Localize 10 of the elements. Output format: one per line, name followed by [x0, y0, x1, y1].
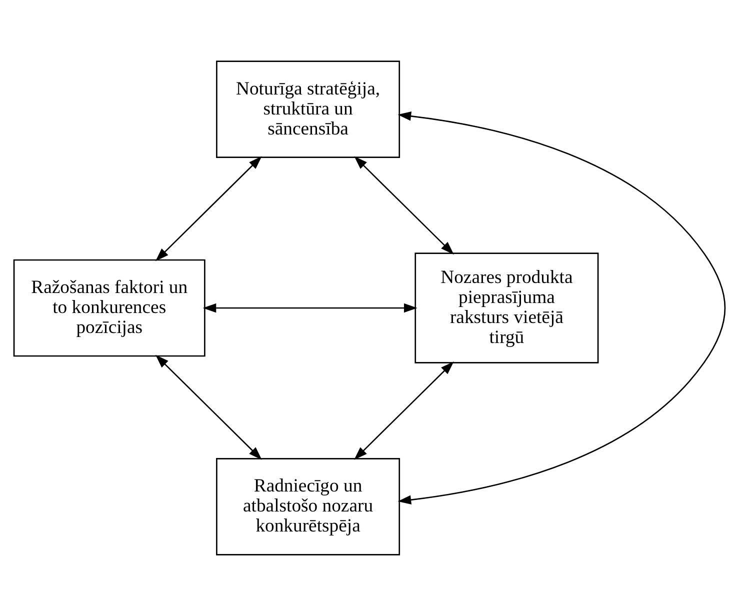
node-box: Ražošanas faktori un to konkurences pozīcijas — [13, 258, 206, 356]
arrow — [354, 156, 454, 254]
node-box: Nozares produkta pieprasījuma raksturs vietējā tirgū — [414, 252, 599, 363]
arrow — [155, 156, 262, 261]
arrow — [202, 302, 418, 312]
node-box: Noturīga stratēģija, struktūra un sāncensība — [216, 60, 400, 158]
arrow — [354, 360, 454, 460]
arrow — [156, 354, 262, 460]
arrow — [398, 110, 726, 504]
node-box: Radniecīgo un atbalstošo nozaru konkurētspēja — [216, 458, 400, 555]
